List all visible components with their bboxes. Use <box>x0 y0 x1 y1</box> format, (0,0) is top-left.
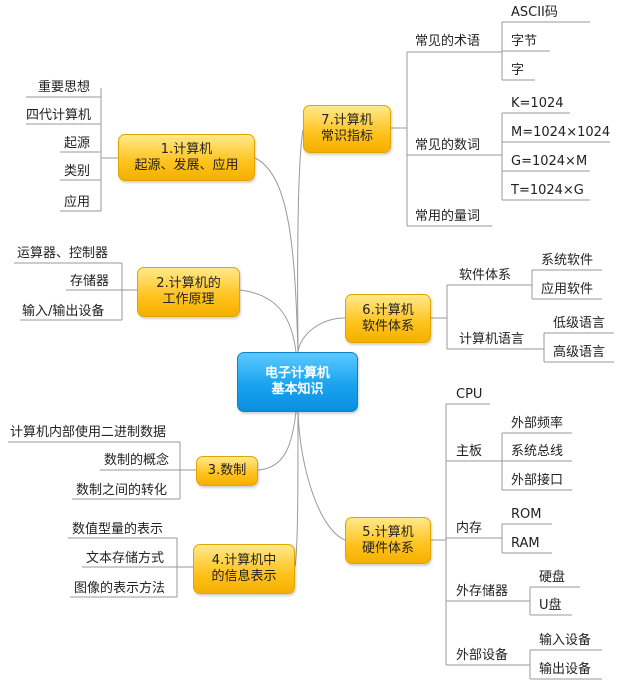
branch-1-line1: 1.计算机 <box>160 141 213 157</box>
b7-sub-label[interactable]: 常见的术语 <box>415 34 481 49</box>
link-b7 <box>297 129 304 353</box>
link-b2 <box>239 289 297 353</box>
b1-item[interactable]: 四代计算机 <box>26 108 92 123</box>
center-node[interactable]: 电子计算机 基本知识 <box>237 352 358 412</box>
b5-item[interactable]: ROM <box>511 507 542 522</box>
link-b1 <box>254 157 299 353</box>
b5-sub-label[interactable]: 主板 <box>456 444 483 459</box>
branch-2-line1: 2.计算机的 <box>156 276 221 291</box>
b5-item[interactable]: RAM <box>511 536 540 551</box>
b5-item[interactable]: 输出设备 <box>539 662 592 677</box>
b5-item[interactable]: 系统总线 <box>511 444 564 459</box>
branch-6-node[interactable]: 6.计算机 软件体系 <box>345 294 431 343</box>
b6-sub-label[interactable]: 计算机语言 <box>459 332 525 347</box>
b7-item[interactable]: 字 <box>511 63 525 78</box>
b4-item[interactable]: 文本存储方式 <box>86 551 165 566</box>
b1-item[interactable]: 重要思想 <box>38 80 91 95</box>
b7-item[interactable]: G=1024×M <box>511 154 588 169</box>
b1-item[interactable]: 应用 <box>64 195 91 210</box>
b7-item[interactable]: 字节 <box>511 34 538 49</box>
center-line2: 基本知识 <box>271 382 324 397</box>
b2-item[interactable]: 输入/输出设备 <box>22 304 105 319</box>
branch-7-line2: 常识指标 <box>320 129 373 144</box>
branch-4-line1: 4.计算机中 <box>211 553 277 568</box>
branch-6-line2: 软件体系 <box>361 318 414 334</box>
b7-item[interactable]: ASCII码 <box>511 5 558 20</box>
link-b6 <box>297 317 346 353</box>
b5-sub-label[interactable]: CPU <box>456 387 483 402</box>
b5-item[interactable]: 外部接口 <box>511 473 564 488</box>
branch-3-node[interactable]: 3.数制 <box>196 456 258 486</box>
branch-7-line1: 7.计算机 <box>321 113 373 128</box>
b1-item[interactable]: 类别 <box>64 164 91 179</box>
b3-item[interactable]: 计算机内部使用二进制数据 <box>10 425 167 440</box>
b2-item[interactable]: 运算器、控制器 <box>17 246 109 261</box>
b2-item[interactable]: 存储器 <box>70 274 110 289</box>
b6-item[interactable]: 高级语言 <box>553 345 606 360</box>
branch-5-line2: 硬件体系 <box>361 540 414 556</box>
b5-sub-label[interactable]: 外部设备 <box>456 648 509 663</box>
link-b5 <box>297 411 346 541</box>
b5-item[interactable]: 外部频率 <box>511 416 564 431</box>
b6-sub-label[interactable]: 软件体系 <box>459 268 512 283</box>
b5-sub-label[interactable]: 内存 <box>456 521 483 536</box>
b7-item[interactable]: M=1024×1024 <box>511 125 611 140</box>
branch-2-node[interactable]: 2.计算机的 工作原理 <box>137 267 240 317</box>
b5-item[interactable]: 输入设备 <box>539 633 592 648</box>
branch-5-line1: 5.计算机 <box>362 524 414 540</box>
b4-item[interactable]: 图像的表示方法 <box>74 581 166 596</box>
b3-item[interactable]: 数制的概念 <box>104 453 170 468</box>
b5-item[interactable]: U盘 <box>539 598 562 613</box>
b6-item[interactable]: 系统软件 <box>541 253 594 268</box>
branch-1-line2: 起源、发展、应用 <box>134 157 239 173</box>
b5-item[interactable]: 硬盘 <box>539 570 566 585</box>
branch-3-line1: 3.数制 <box>207 463 247 478</box>
b5-sub-label[interactable]: 外存储器 <box>456 584 509 599</box>
b1-item[interactable]: 起源 <box>64 136 91 151</box>
link-b3 <box>257 411 297 471</box>
branch-6-line1: 6.计算机 <box>362 302 414 318</box>
center-line1: 电子计算机 <box>264 366 330 381</box>
branch-4-line2: 的信息表示 <box>211 569 277 584</box>
b7-item[interactable]: T=1024×G <box>511 183 584 198</box>
branch-1-node[interactable]: 1.计算机 起源、发展、应用 <box>118 134 255 181</box>
b4-item[interactable]: 数值型量的表示 <box>72 522 164 537</box>
branch-7-node[interactable]: 7.计算机 常识指标 <box>303 105 391 153</box>
b7-item[interactable]: K=1024 <box>511 96 564 111</box>
b3-item[interactable]: 数制之间的转化 <box>76 483 168 498</box>
branch-5-node[interactable]: 5.计算机 硬件体系 <box>345 517 431 564</box>
link-b4 <box>294 411 299 568</box>
branch-2-line2: 工作原理 <box>162 292 215 307</box>
b6-item[interactable]: 应用软件 <box>541 282 594 297</box>
b7-sub-label[interactable]: 常用的量词 <box>415 209 481 224</box>
b7-sub-label[interactable]: 常见的数词 <box>415 138 481 153</box>
branch-4-node[interactable]: 4.计算机中 的信息表示 <box>193 544 295 594</box>
b6-item[interactable]: 低级语言 <box>553 316 606 331</box>
